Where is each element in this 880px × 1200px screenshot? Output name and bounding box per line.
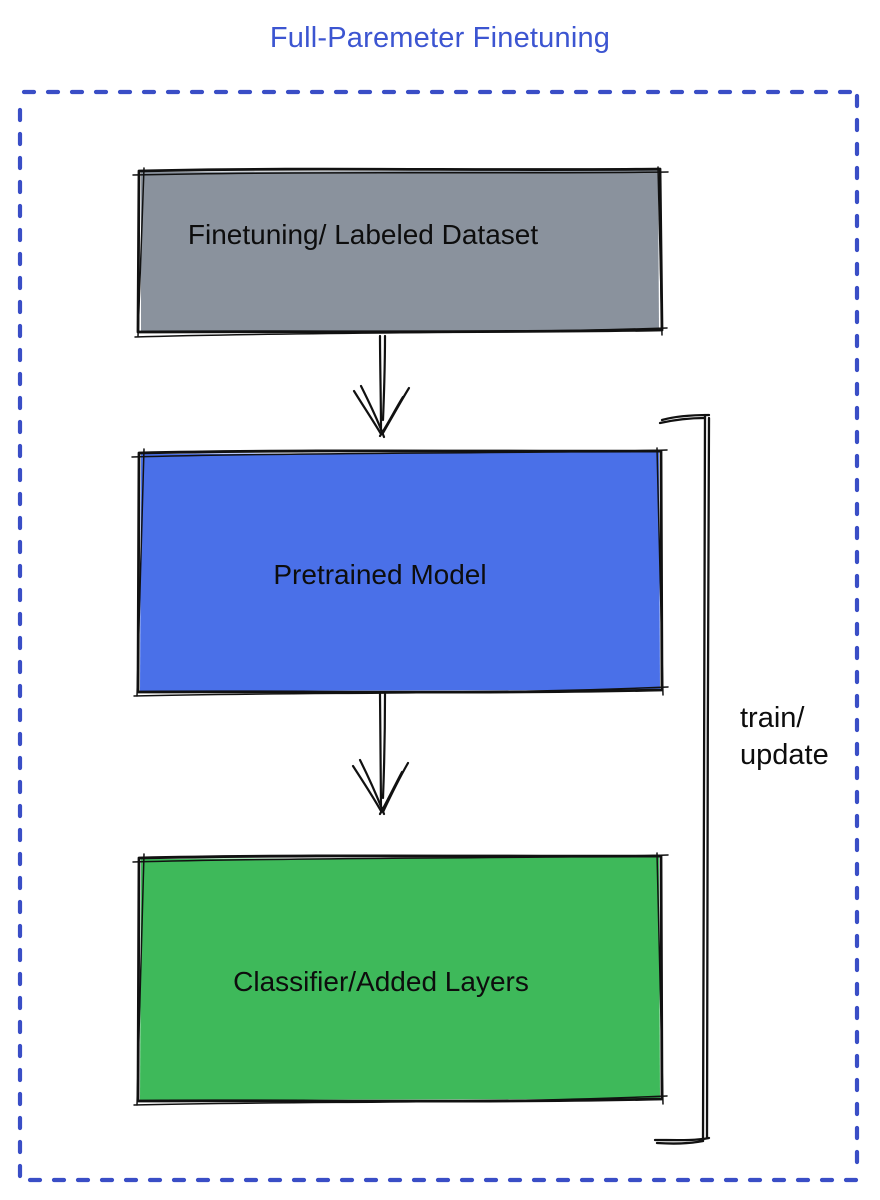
pretrained-box bbox=[140, 452, 660, 691]
dataset-box-outline bbox=[132, 166, 669, 338]
pretrained-box-label: Pretrained Model bbox=[273, 558, 487, 590]
arrow-dataset-to-pretrained bbox=[352, 334, 411, 439]
bracket-label: train/ update bbox=[740, 700, 829, 774]
train-update-bracket bbox=[653, 413, 711, 1145]
classifier-box bbox=[140, 857, 660, 1100]
dotted-boundary bbox=[17, 89, 860, 1183]
pretrained-box-outline bbox=[131, 447, 669, 697]
classifier-box-label: Classifier/Added Layers bbox=[233, 965, 529, 997]
bracket-label-line2: update bbox=[740, 739, 829, 771]
dataset-box-label: Finetuning/ Labeled Dataset bbox=[187, 218, 539, 250]
arrow-pretrained-to-classifier bbox=[351, 692, 410, 816]
dataset-box bbox=[141, 170, 659, 331]
bracket-label-line1: train/ bbox=[740, 702, 805, 734]
diagram-title: Full-Paremeter Finetuning bbox=[269, 22, 611, 54]
classifier-box-outline bbox=[132, 852, 669, 1106]
